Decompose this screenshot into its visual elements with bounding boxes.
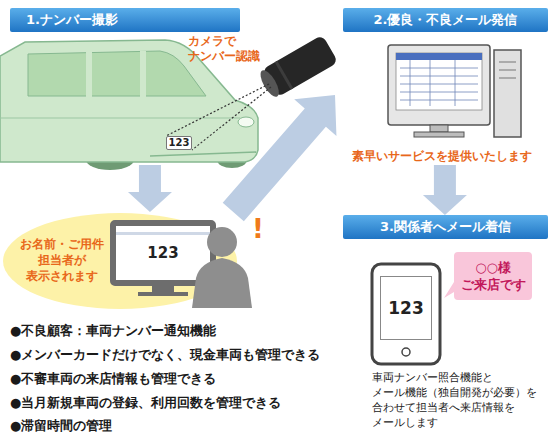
note-text: 車両ナンバー照合機能と メール機能（独自開発が必要）を 合わせて担当者へ来店情報…: [372, 370, 556, 430]
license-plate: 123: [166, 136, 192, 150]
screen-grid: [400, 60, 478, 106]
feature-bullet: ●不審車両の来店情報も管理できる: [10, 370, 216, 388]
speech-bubble: ○○様 ご来店です: [444, 252, 534, 302]
monitor-stand: [430, 125, 448, 132]
step-heading: 1.ナンバー撮影: [10, 8, 240, 32]
car-bumper: [150, 152, 256, 156]
phone-screen: 123: [380, 276, 432, 340]
info-text: お名前・ご用件 担当者が 表示されます: [12, 236, 112, 284]
car-line: [0, 118, 240, 119]
person-body: [192, 258, 252, 308]
step-heading: 2.優良・不良メール発信: [343, 8, 548, 32]
monitor-frame: [388, 45, 490, 125]
bubble-fill: [444, 252, 532, 300]
alert-mark: !: [252, 216, 264, 242]
step-heading: 3.関係者へメール着信: [343, 215, 548, 239]
flow-arrow: [423, 165, 467, 215]
feature-bullet: ●不良顧客：車両ナンバー通知機能: [10, 322, 216, 340]
camera: [256, 35, 338, 101]
camera-view-line: [166, 84, 269, 136]
monitor-screen: [396, 53, 482, 110]
car-pillar: [140, 51, 146, 97]
monitor-base: [138, 292, 188, 296]
step-panel: 3.関係者へメール着信 123 ○○様 ご来店です: [335, 215, 548, 365]
camera-view-line: [192, 87, 271, 150]
pc-slot: [499, 62, 516, 78]
camera-band: [275, 61, 294, 90]
bubble-text: ○○様 ご来店です: [454, 259, 532, 293]
feature-bullet: ●当月新規車両の登録、利用回数を管理できる: [10, 394, 281, 412]
screen-header: [396, 53, 482, 60]
pc-tower: [494, 50, 521, 137]
car-window: [28, 51, 206, 96]
phone-body: [372, 264, 440, 364]
step-note: 素早いサービスを提供いたします: [335, 148, 548, 164]
person-head: [207, 227, 237, 257]
car-pillar: [86, 51, 92, 97]
plate-number: 123: [167, 137, 191, 149]
phone-button: [402, 348, 410, 356]
screen-number: 123: [116, 238, 210, 268]
monitor-base: [414, 132, 464, 137]
screen-number: 123: [381, 295, 431, 321]
flow-arrow: [128, 165, 172, 212]
monitor-stand: [152, 286, 174, 292]
feature-bullet: ●滞留時間の管理: [10, 417, 112, 435]
feature-bullet: ●メンバーカードだけでなく、現金車両も管理できる: [10, 346, 320, 364]
flow-arrow: [223, 95, 337, 221]
step-panel: 2.優良・不良メール発信素早いサービスを提供いたします: [335, 8, 548, 165]
car-headlight: [238, 117, 254, 127]
monitor-screen: 123: [116, 226, 210, 280]
camera-callout: カメラで ナンバー認識: [188, 34, 268, 64]
